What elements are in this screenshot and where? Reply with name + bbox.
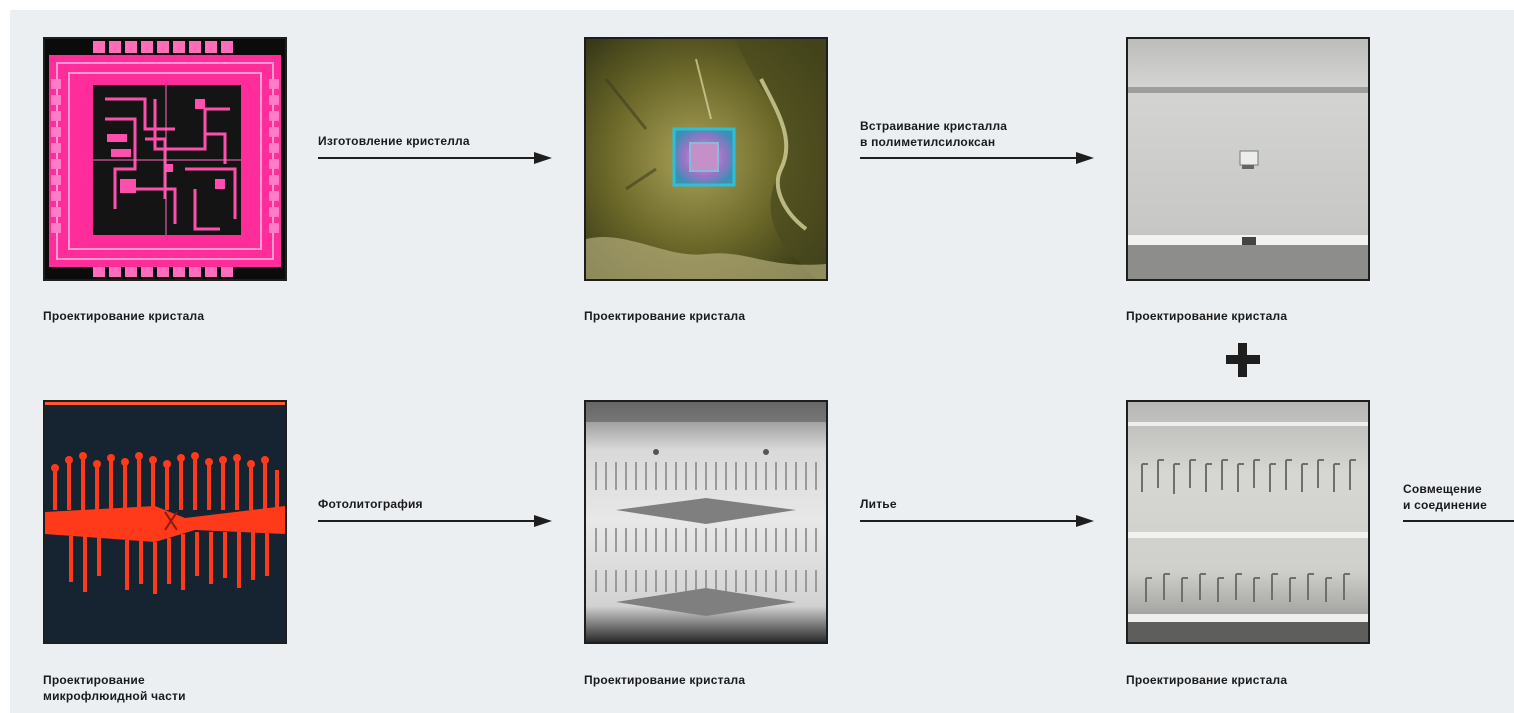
photolithography-mold-photo [584,400,828,644]
cast-pdms-channels-photo [1126,400,1370,644]
image-caption: Проектирование кристала [584,673,746,687]
step-label-bonding-line1: Совмещение [1403,482,1482,496]
fabricated-chip-photo [584,37,828,281]
image-caption: Проектирование кристала [1126,673,1288,687]
arrow-right-icon [318,515,552,527]
step-label-embedding-line1: Встраивание кристалла [860,119,1008,133]
step-label-photolithography: Фотолитография [318,497,423,511]
embedded-chip-photo [1126,37,1370,281]
arrow-right-icon [318,152,552,164]
image-caption: Проектирование кристала [43,309,205,323]
image-caption-line1: Проектирование [43,673,145,687]
arrow-right-icon [1403,515,1514,527]
step-label-chip-fabrication: Изготовление кристелла [318,134,470,148]
microfluidic-design-image [43,400,287,644]
arrow-right-icon [860,515,1094,527]
step-label-embedding-line2: в полиметилсилоксан [860,135,996,149]
plus-icon [1226,343,1260,377]
arrow-right-icon [860,152,1094,164]
chip-layout-image [43,37,287,281]
image-caption: Проектирование кристала [584,309,746,323]
image-caption-line2: микрофлюидной части [43,689,186,703]
step-label-bonding-line2: и соединение [1403,498,1488,512]
step-label-casting: Литье [860,497,897,511]
image-caption: Проектирование кристала [1126,309,1288,323]
